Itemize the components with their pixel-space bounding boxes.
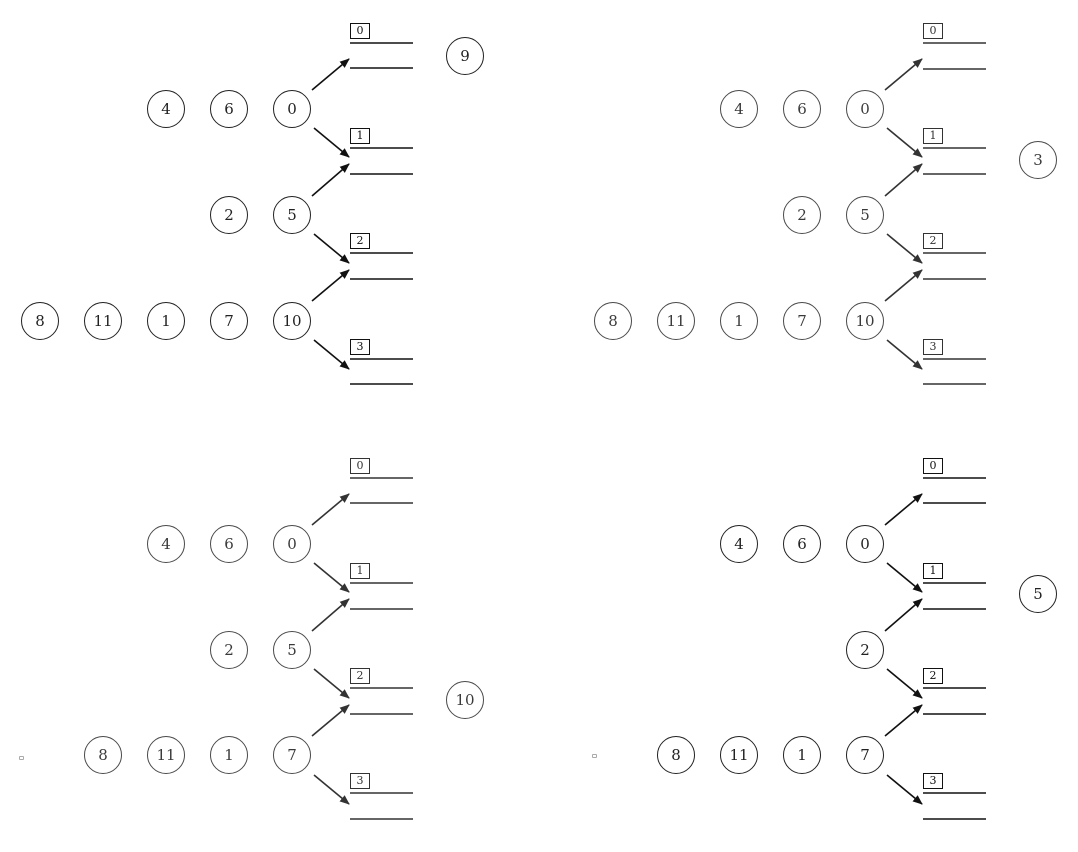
bucket-label-2: 2: [923, 668, 943, 684]
arrow-node-10-to-bucket-3: [886, 339, 923, 370]
bucket-label-1: 1: [350, 128, 370, 144]
panel-top-right-lines: [884, 42, 986, 385]
arrow-node-5-to-bucket-2: [886, 233, 923, 264]
chain-2-node-11: 11: [84, 302, 122, 340]
chain-2-node-8: 8: [594, 302, 632, 340]
chain-2-node-7: 7: [210, 302, 248, 340]
bucket-label-0: 0: [350, 23, 370, 39]
chain-2-node-1: 1: [147, 302, 185, 340]
incoming-node-3: 3: [1019, 141, 1057, 179]
arrow-node-7-to-bucket-3: [886, 774, 923, 805]
bucket-label-0: 0: [350, 458, 370, 474]
speck-mark: [592, 754, 597, 758]
chain-2-node-10: 10: [846, 302, 884, 340]
incoming-node-9: 9: [446, 37, 484, 75]
incoming-node-5: 5: [1019, 575, 1057, 613]
chain-1-node-5: 5: [273, 631, 311, 669]
bucket-label-2: 2: [350, 668, 370, 684]
chain-1-node-2: 2: [210, 196, 248, 234]
arrow-node-0-to-bucket-0: [884, 493, 923, 526]
chain-2-node-11: 11: [720, 736, 758, 774]
bucket-label-1: 1: [350, 563, 370, 579]
chain-0-node-4: 4: [720, 525, 758, 563]
panel-bottom-left-lines: [311, 477, 413, 820]
chain-2-node-11: 11: [657, 302, 695, 340]
chain-0-node-6: 6: [210, 525, 248, 563]
bucket-label-3: 3: [923, 773, 943, 789]
chain-2-node-8: 8: [21, 302, 59, 340]
panel-bottom-right: 0 1 2 3 4 6 0 2 8 11 1 7 5: [539, 426, 1078, 852]
chain-2-node-7: 7: [273, 736, 311, 774]
panel-top-right: 0 1 2 3 4 6 0 2 5 8 11 1 7 10 3: [539, 0, 1078, 426]
arrow-node-7-to-bucket-2: [311, 704, 350, 737]
bucket-label-2: 2: [350, 233, 370, 249]
panel-top-left: 0 1 2 3 4 6 0 2 5 8 11 1 7 10 9: [0, 0, 539, 426]
chain-1-node-2: 2: [846, 631, 884, 669]
bucket-label-3: 3: [923, 339, 943, 355]
bucket-label-2: 2: [923, 233, 943, 249]
arrow-node-5-to-bucket-1: [311, 598, 350, 632]
panel-bottom-left: 0 1 2 3 4 6 0 2 5 8 11 1 7 10: [0, 426, 539, 852]
chain-2-node-1: 1: [720, 302, 758, 340]
arrow-node-2-to-bucket-2: [886, 668, 923, 699]
incoming-node-10: 10: [446, 681, 484, 719]
arrow-node-7-to-bucket-3: [313, 774, 350, 805]
chain-2-node-1: 1: [783, 736, 821, 774]
chain-2-node-7: 7: [846, 736, 884, 774]
chain-0-node-6: 6: [210, 90, 248, 128]
chain-1-node-2: 2: [783, 196, 821, 234]
chain-2-node-8: 8: [657, 736, 695, 774]
arrow-node-0-to-bucket-1: [886, 562, 923, 593]
arrow-node-0-to-bucket-0: [884, 58, 923, 91]
bucket-label-1: 1: [923, 128, 943, 144]
arrow-node-5-to-bucket-1: [884, 163, 923, 197]
chain-0-node-4: 4: [147, 525, 185, 563]
chain-2-node-1: 1: [210, 736, 248, 774]
arrow-node-0-to-bucket-1: [313, 127, 350, 158]
arrow-node-5-to-bucket-2: [313, 668, 350, 699]
arrow-node-0-to-bucket-1: [313, 562, 350, 593]
arrow-node-5-to-bucket-1: [311, 163, 350, 197]
bucket-label-3: 3: [350, 773, 370, 789]
chain-2-node-7: 7: [783, 302, 821, 340]
speck-mark: [19, 756, 24, 760]
chain-2-node-11: 11: [147, 736, 185, 774]
panel-bottom-right-lines: [884, 477, 986, 820]
chain-0-node-6: 6: [783, 525, 821, 563]
arrow-node-10-to-bucket-3: [313, 339, 350, 370]
arrow-node-5-to-bucket-2: [313, 233, 350, 264]
chain-0-node-0: 0: [846, 525, 884, 563]
arrow-node-10-to-bucket-2: [311, 269, 350, 302]
chain-1-node-5: 5: [273, 196, 311, 234]
bucket-label-0: 0: [923, 458, 943, 474]
chain-2-node-10: 10: [273, 302, 311, 340]
chain-0-node-4: 4: [147, 90, 185, 128]
chain-0-node-0: 0: [273, 525, 311, 563]
arrow-node-0-to-bucket-0: [311, 493, 350, 526]
panel-top-left-lines: [311, 42, 413, 385]
arrow-node-2-to-bucket-1: [884, 598, 923, 632]
chain-1-node-2: 2: [210, 631, 248, 669]
bucket-label-0: 0: [923, 23, 943, 39]
arrow-node-0-to-bucket-0: [311, 58, 350, 91]
bucket-label-3: 3: [350, 339, 370, 355]
arrow-node-7-to-bucket-2: [884, 704, 923, 737]
chain-2-node-8: 8: [84, 736, 122, 774]
bucket-label-1: 1: [923, 563, 943, 579]
chain-0-node-6: 6: [783, 90, 821, 128]
chain-0-node-4: 4: [720, 90, 758, 128]
arrow-node-0-to-bucket-1: [886, 127, 923, 158]
chain-0-node-0: 0: [273, 90, 311, 128]
chain-1-node-5: 5: [846, 196, 884, 234]
arrow-node-10-to-bucket-2: [884, 269, 923, 302]
chain-0-node-0: 0: [846, 90, 884, 128]
